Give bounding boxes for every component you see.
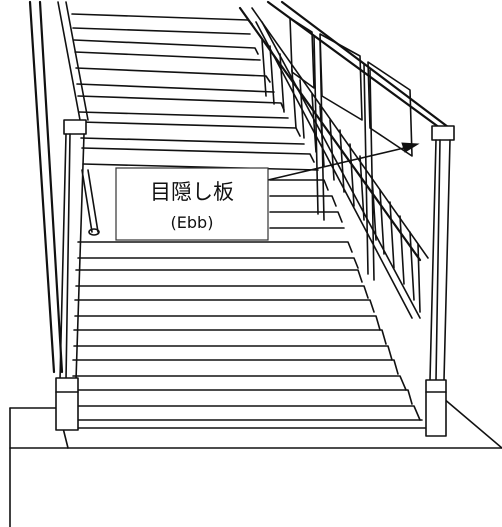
callout-arrow [267,142,420,181]
callout-subtitle: (Ebb) [171,213,214,232]
callout-title: 目隠し板 [150,180,234,204]
arrow-head-icon [401,142,420,153]
left-railing [28,0,100,431]
right-railing [238,0,455,437]
callout-box: 目隠し板 (Ebb) [115,167,269,241]
